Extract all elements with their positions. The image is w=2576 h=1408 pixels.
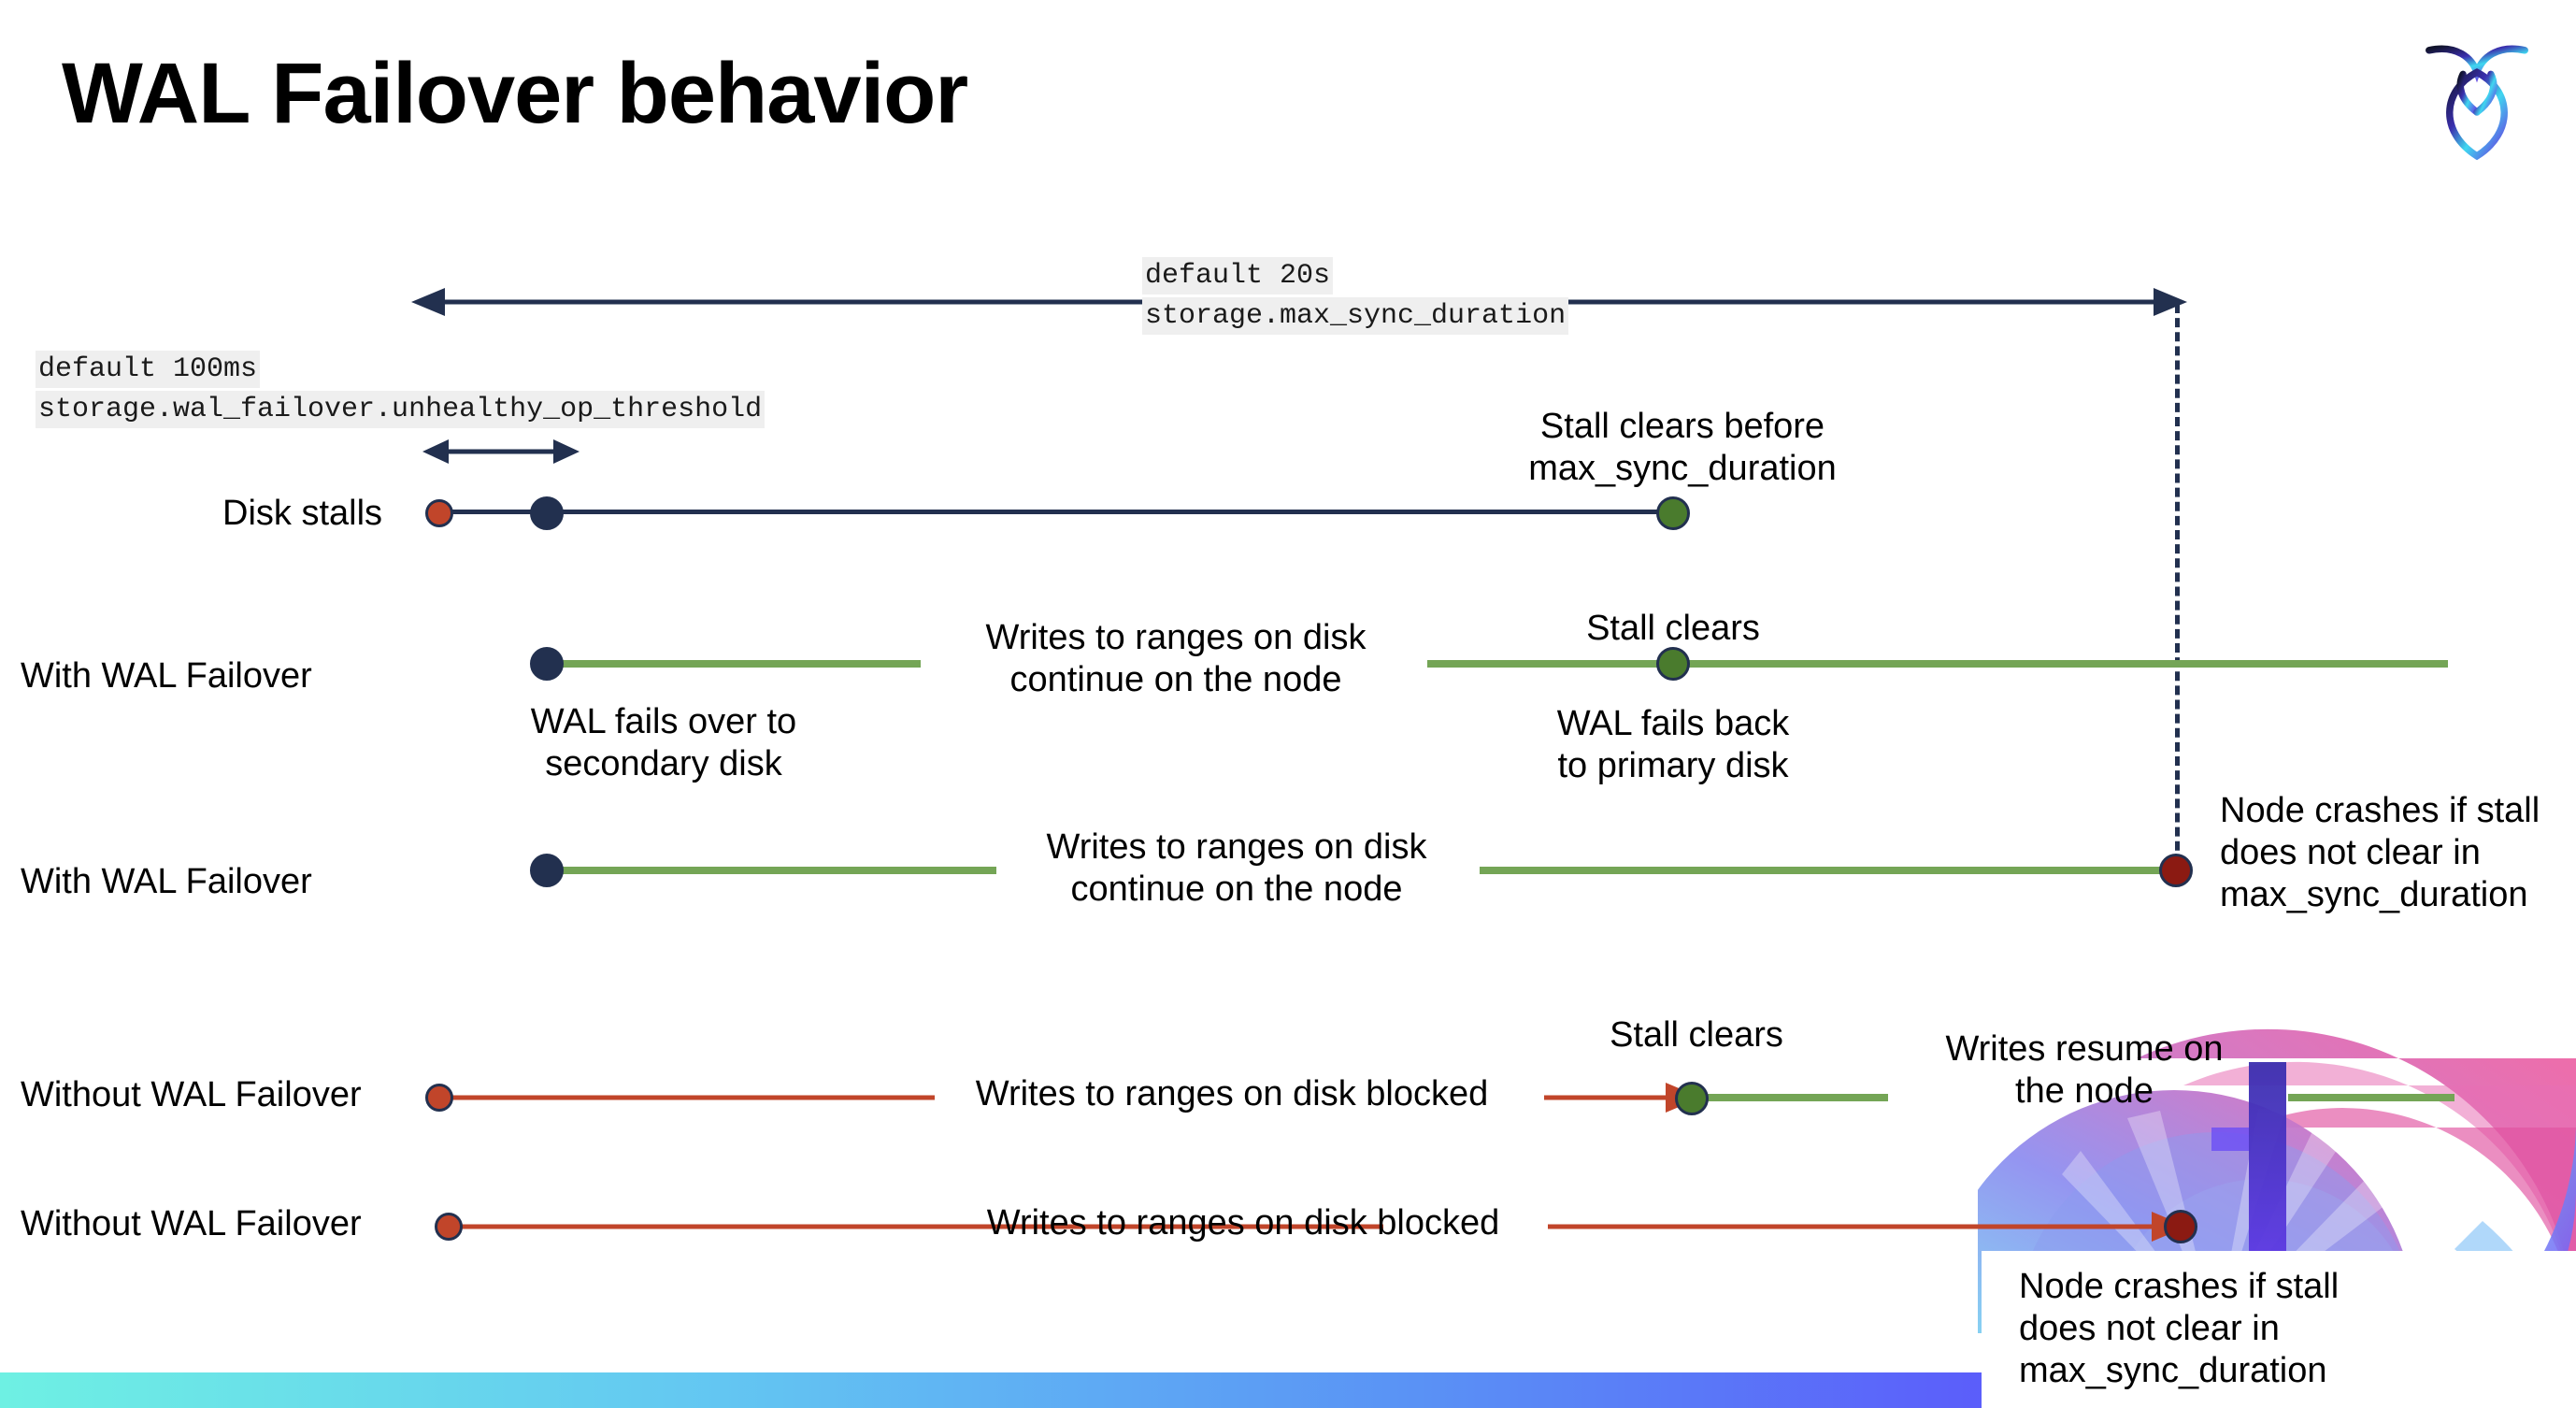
row-label-with-wal-failover-1: With WAL Failover: [21, 656, 312, 696]
disk-stall-failover-dot: [530, 496, 564, 530]
unhealthy-op-threshold-arrow: [422, 439, 580, 464]
unhealthy-op-default-label: default 100ms: [36, 351, 261, 389]
note-stall-clears-2: Stall clears: [1610, 1015, 1783, 1055]
note-node-crashes-1: Node crashes if stall does not clear in …: [2220, 791, 2540, 914]
note-writes-resume: Writes resume on the node: [1945, 1029, 2224, 1111]
row-label-with-wal-failover-2: With WAL Failover: [21, 862, 312, 901]
without-wal-1-resume-line-a: [1705, 1094, 1888, 1101]
note-writes-continue-1: Writes to ranges on disk continue on the…: [985, 618, 1367, 699]
without-wal-1-stall-clear-dot: [1675, 1082, 1709, 1115]
wal-failover-1-line-left: [542, 660, 921, 668]
node-crashes-card: Node crashes if stall does not clear in …: [1982, 1251, 2576, 1408]
wal-failover-2-crash-dot: [2159, 854, 2193, 887]
page-title: WAL Failover behavior: [62, 46, 968, 141]
note-node-crashes-2: Node crashes if stall does not clear in …: [2019, 1267, 2340, 1390]
disk-stall-line: [435, 510, 1678, 514]
row-label-without-wal-failover-2: Without WAL Failover: [21, 1204, 362, 1243]
without-wal-1-start-dot: [425, 1084, 453, 1112]
note-writes-continue-2: Writes to ranges on disk continue on the…: [1046, 827, 1427, 909]
wal-failover-2-line-left: [542, 867, 996, 874]
max-sync-setting-label: storage.max_sync_duration: [1142, 297, 1569, 336]
note-writes-blocked-1: Writes to ranges on disk blocked: [975, 1074, 1489, 1113]
note-stall-clears-before: Stall clears before max_sync_duration: [1528, 407, 1837, 488]
row-label-disk-stalls: Disk stalls: [222, 494, 383, 533]
wal-failover-2-failover-dot: [530, 854, 564, 887]
max-sync-default-label: default 20s: [1142, 257, 1334, 295]
max-sync-duration-dashed-line: [2175, 304, 2180, 879]
note-stall-clears-1: Stall clears: [1586, 609, 1760, 648]
wal-failover-1-line-right: [1427, 660, 2448, 668]
unhealthy-op-setting-label: storage.wal_failover.unhealthy_op_thresh…: [36, 391, 766, 429]
without-wal-1-resume-line-b: [2288, 1094, 2454, 1101]
cockroachdb-logo-icon: [2426, 45, 2528, 161]
note-wal-fails-over: WAL fails over to secondary disk: [530, 702, 797, 783]
note-wal-fails-back: WAL fails back to primary disk: [1556, 704, 1790, 785]
without-wal-2-start-dot: [435, 1213, 463, 1241]
note-writes-blocked-2: Writes to ranges on disk blocked: [986, 1203, 1500, 1243]
wal-failover-2-line-right: [1480, 867, 2179, 874]
wal-failover-1-stall-clear-dot: [1656, 647, 1690, 681]
row-label-without-wal-failover-1: Without WAL Failover: [21, 1075, 362, 1114]
disk-stall-clear-dot: [1656, 496, 1690, 530]
disk-stall-start-dot: [425, 499, 453, 527]
without-wal-2-crash-dot: [2164, 1210, 2197, 1243]
wal-failover-1-failover-dot: [530, 647, 564, 681]
